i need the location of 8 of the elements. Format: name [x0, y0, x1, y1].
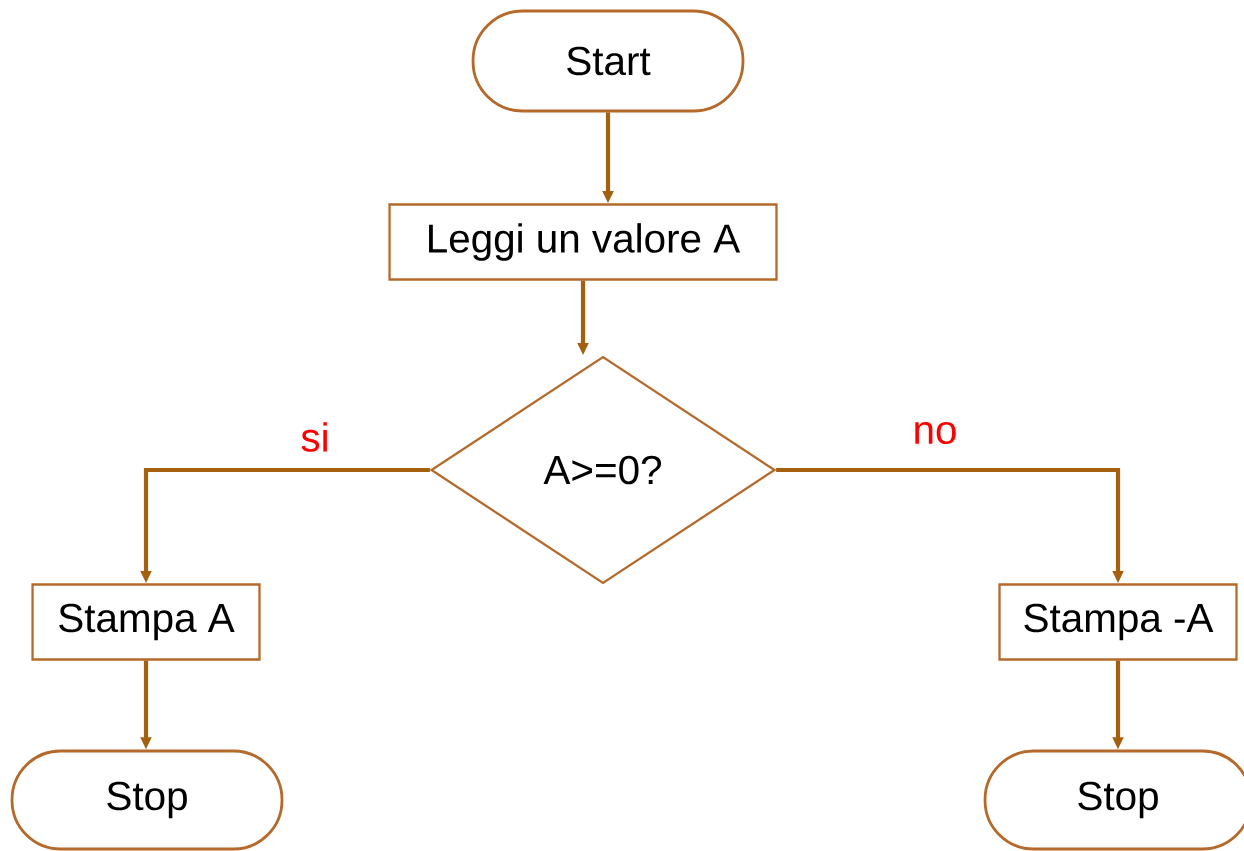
terminal-box: Stop — [983, 749, 1244, 851]
edge-label: no — [910, 420, 960, 446]
edge-label: si — [298, 420, 332, 454]
terminal-box: Start — [471, 9, 745, 113]
process-box: Stampa A — [31, 583, 261, 661]
process-box: Stampa -A — [998, 583, 1238, 661]
terminal-box: Stop — [10, 749, 284, 851]
process-box: Leggi un valore A — [388, 203, 778, 281]
